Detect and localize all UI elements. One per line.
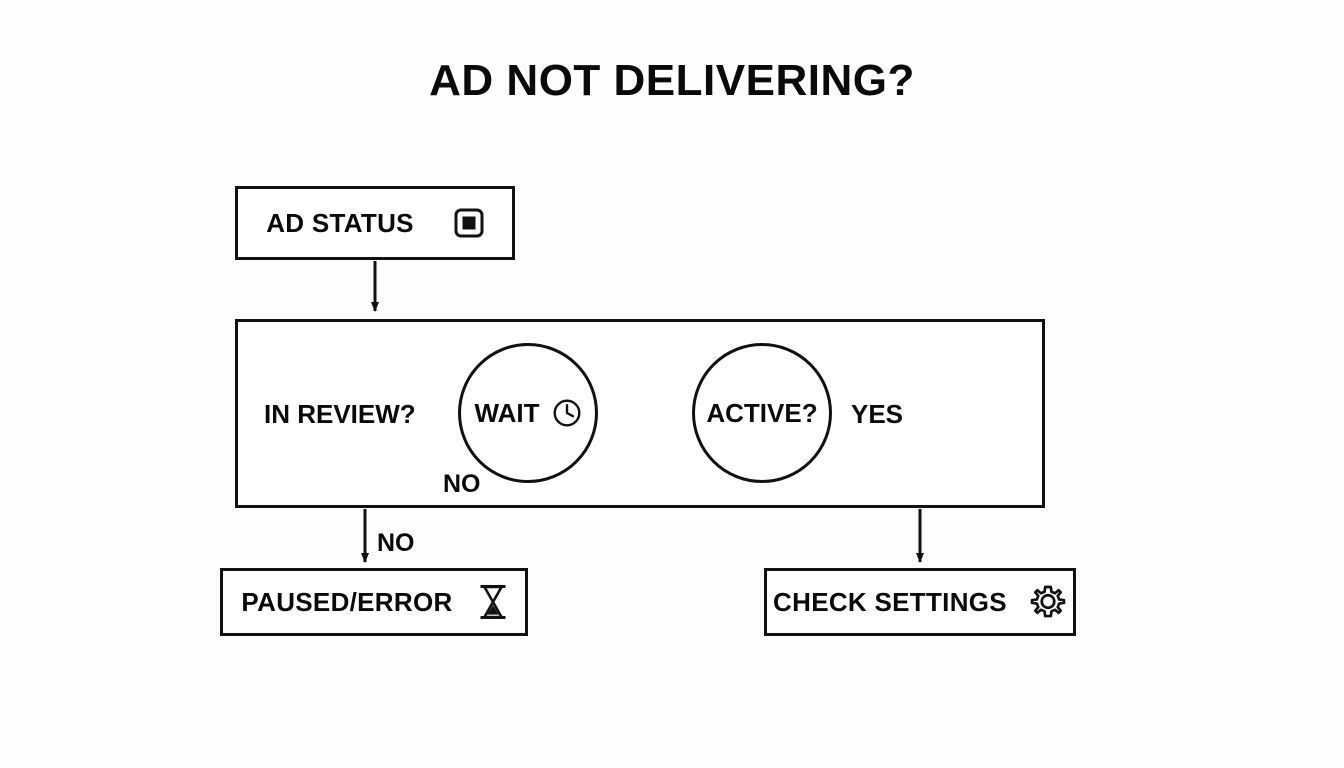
node-check-settings[interactable]: CHECK SETTINGS [764,568,1076,636]
decision-in-review-label: IN REVIEW? [264,399,416,429]
node-wait[interactable]: WAIT [458,343,598,483]
page-title: AD NOT DELIVERING? [429,56,915,105]
edge-label-no-in-review: NO [443,470,481,498]
node-active-label: ACTIVE? [706,397,818,428]
gear-icon [1029,583,1067,621]
node-wait-label: WAIT [474,397,540,428]
node-active[interactable]: ACTIVE? [692,343,832,483]
hourglass-icon [479,584,507,620]
node-paused-error[interactable]: PAUSED/ERROR [220,568,528,636]
stop-square-icon [454,208,484,238]
node-ad-status[interactable]: AD STATUS [235,186,515,260]
node-paused-error-label: PAUSED/ERROR [241,586,453,617]
edge-label-yes-active: YES [851,399,904,429]
node-check-settings-label: CHECK SETTINGS [773,586,1007,617]
node-decision-group [235,319,1045,508]
clock-icon [552,398,582,428]
edge-label-no-paused-error: NO [377,529,415,557]
node-ad-status-label: AD STATUS [266,207,414,238]
